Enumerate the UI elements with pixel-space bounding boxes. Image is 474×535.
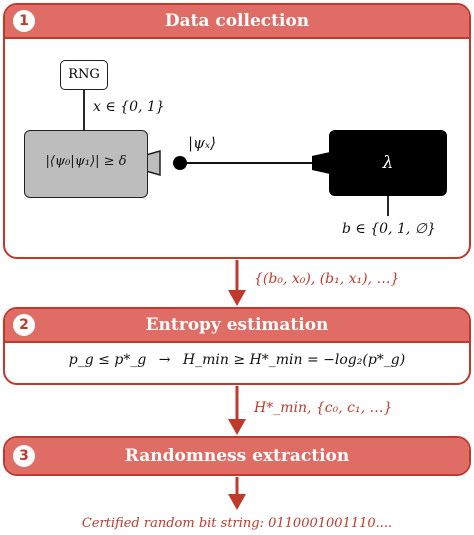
equation-left: p_g ≤ p*_g — [68, 352, 147, 368]
step2-header: 2 Entropy estimation — [5, 309, 469, 343]
detector-box: λ — [329, 130, 447, 196]
step1-header: 1 Data collection — [5, 5, 469, 39]
arrow2-head — [228, 419, 246, 435]
rng-output-label: x ∈ {0, 1} — [93, 99, 165, 115]
source-condition: |⟨ψ₀|ψ₁⟩| ≥ δ — [45, 154, 127, 169]
step3-badge: 3 — [13, 445, 35, 467]
arrow2-label: H*_min, {c₀, c₁, …} — [254, 400, 393, 416]
detector-input — [312, 152, 330, 174]
equation-right: H_min ≥ H*_min = −log₂(p*_g) — [182, 352, 406, 368]
arrow1-label: {(b₀, x₀), (b₁, x₁), …} — [254, 271, 400, 287]
step1-title: Data collection — [164, 11, 310, 31]
step2-badge: 2 — [13, 314, 35, 336]
rng-box: RNG — [60, 60, 108, 90]
arrow1-head — [228, 290, 246, 306]
source-nozzle — [145, 150, 161, 176]
source-box: |⟨ψ₀|ψ₁⟩| ≥ δ — [24, 130, 148, 198]
step3-panel: 3 Randomness extraction — [3, 436, 471, 476]
equation-arrow: → — [158, 352, 171, 368]
entropy-equation: p_g ≤ p*_g → H_min ≥ H*_min = −log₂(p*_g… — [0, 352, 474, 368]
step3-title: Randomness extraction — [124, 446, 350, 466]
rng-label: RNG — [68, 67, 100, 82]
emitter-dot — [173, 156, 187, 170]
step1-badge: 1 — [13, 10, 35, 32]
arrow3-head — [228, 494, 246, 510]
state-label: |ψₓ⟩ — [188, 134, 216, 152]
detector-output-label: b ∈ {0, 1, ∅} — [342, 221, 436, 237]
step2-panel: 2 Entropy estimation — [3, 307, 471, 385]
step3-header: 3 Randomness extraction — [5, 438, 469, 474]
step2-title: Entropy estimation — [145, 315, 329, 335]
detector-label: λ — [382, 153, 394, 173]
certified-output: Certified random bit string: 01100010011… — [81, 516, 393, 531]
